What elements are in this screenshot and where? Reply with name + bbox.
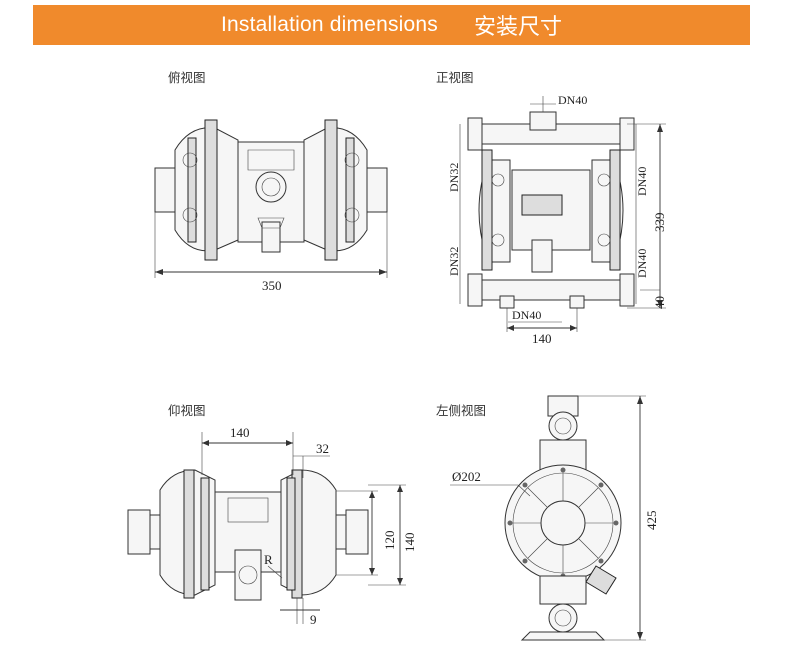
title-chinese: 安装尺寸 [474, 15, 563, 40]
dim-bottom-9: 9 [310, 612, 317, 627]
bottom-view-drawing: 140 32 120 140 R 9 [127, 425, 417, 627]
diameter-label: Ø202 [452, 469, 481, 484]
label-left-view: 左侧视图 [436, 403, 487, 418]
front-view-drawing: DN40 DN32 DN32 DN40 DN40 339 40 DN40 140 [447, 93, 667, 346]
dim-bottom-32: 32 [316, 441, 329, 456]
label-bottom-view: 仰视图 [168, 403, 206, 418]
header-banner: Installation dimensions 安装尺寸 [33, 5, 750, 45]
dn-left-lower: DN32 [447, 247, 461, 276]
dn-right-lower: DN40 [635, 249, 649, 278]
dn-bottom: DN40 [512, 308, 541, 322]
radius-label: R [264, 552, 273, 567]
dim-front-40: 40 [652, 296, 667, 309]
dn-right-upper: DN40 [635, 167, 649, 196]
dim-bottom-140-vertical: 140 [402, 533, 417, 553]
dim-top-350: 350 [262, 278, 282, 293]
dim-left-425: 425 [644, 511, 659, 531]
left-view-drawing: Ø202 425 [450, 395, 659, 641]
dim-front-339: 339 [652, 213, 667, 233]
top-view-drawing: 350 [154, 119, 388, 293]
dn-left-upper: DN32 [447, 163, 461, 192]
dim-bottom-120: 120 [382, 531, 397, 551]
dim-bottom-140-span: 140 [230, 425, 250, 440]
label-top-view: 俯视图 [168, 70, 206, 85]
title-english: Installation dimensions [220, 13, 439, 36]
label-front-view: 正视图 [436, 70, 474, 85]
dn-top: DN40 [558, 93, 587, 107]
dim-front-140: 140 [532, 331, 552, 346]
